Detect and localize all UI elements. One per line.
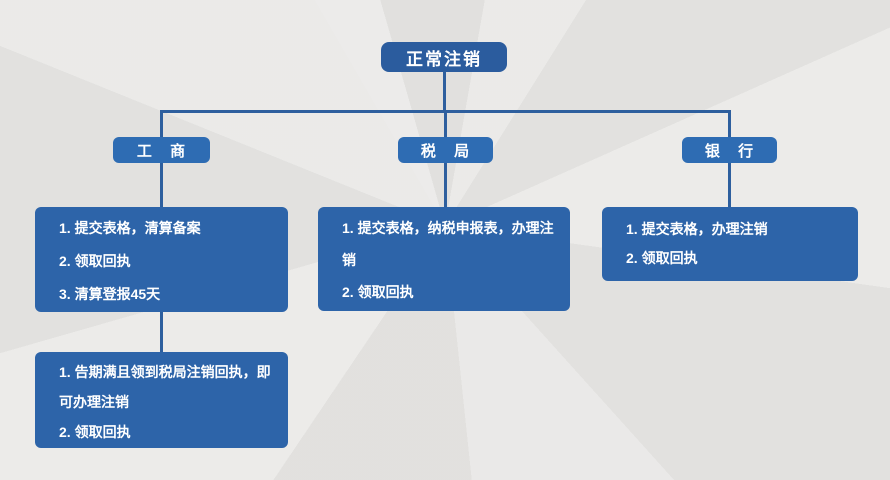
list-item: 3. 清算登报45天 (59, 286, 161, 302)
connector-shuiju-to-box (444, 162, 447, 208)
list-item: 2. 领取回执 (59, 253, 131, 269)
list-item: 1. 提交表格，办理注销 (626, 221, 768, 237)
list-item: 2. 领取回执 (59, 424, 131, 440)
content-box-gongshang-1: 1. 提交表格，清算备案 2. 领取回执 3. 清算登报45天 (35, 207, 288, 312)
content-box-shuiju-1: 1. 提交表格，纳税申报表，办理注销 2. 领取回执 (318, 207, 570, 311)
content-box-gongshang-2: 1. 告期满且领到税局注销回执，即可办理注销 2. 领取回执 (35, 352, 288, 448)
branch-label-text: 税 局 (420, 142, 471, 160)
list-item: 1. 提交表格，清算备案 (59, 220, 201, 236)
root-node: 正常注销 (381, 42, 507, 72)
branch-label-text: 银 行 (704, 142, 755, 160)
content-box-yinhang-1: 1. 提交表格，办理注销 2. 领取回执 (602, 207, 858, 281)
connector-yinhang-to-box (728, 162, 731, 208)
branch-label-gongshang: 工 商 (113, 137, 210, 163)
connector-drop-yinhang (728, 110, 731, 138)
list-item: 1. 告期满且领到税局注销回执，即可办理注销 (59, 364, 271, 410)
connector-root-down (443, 71, 446, 112)
connector-gongshang-to-box (160, 162, 163, 208)
connector-gongshang-box-link (160, 311, 163, 353)
list-item: 2. 领取回执 (626, 250, 698, 266)
connector-drop-gongshang (160, 110, 163, 138)
list-item: 2. 领取回执 (342, 284, 414, 300)
branch-label-text: 工 商 (136, 142, 187, 160)
connector-drop-shuiju (444, 110, 447, 138)
root-node-label: 正常注销 (406, 49, 482, 69)
branch-label-yinhang: 银 行 (682, 137, 777, 163)
branch-label-shuiju: 税 局 (398, 137, 493, 163)
list-item: 1. 提交表格，纳税申报表，办理注销 (342, 220, 554, 268)
